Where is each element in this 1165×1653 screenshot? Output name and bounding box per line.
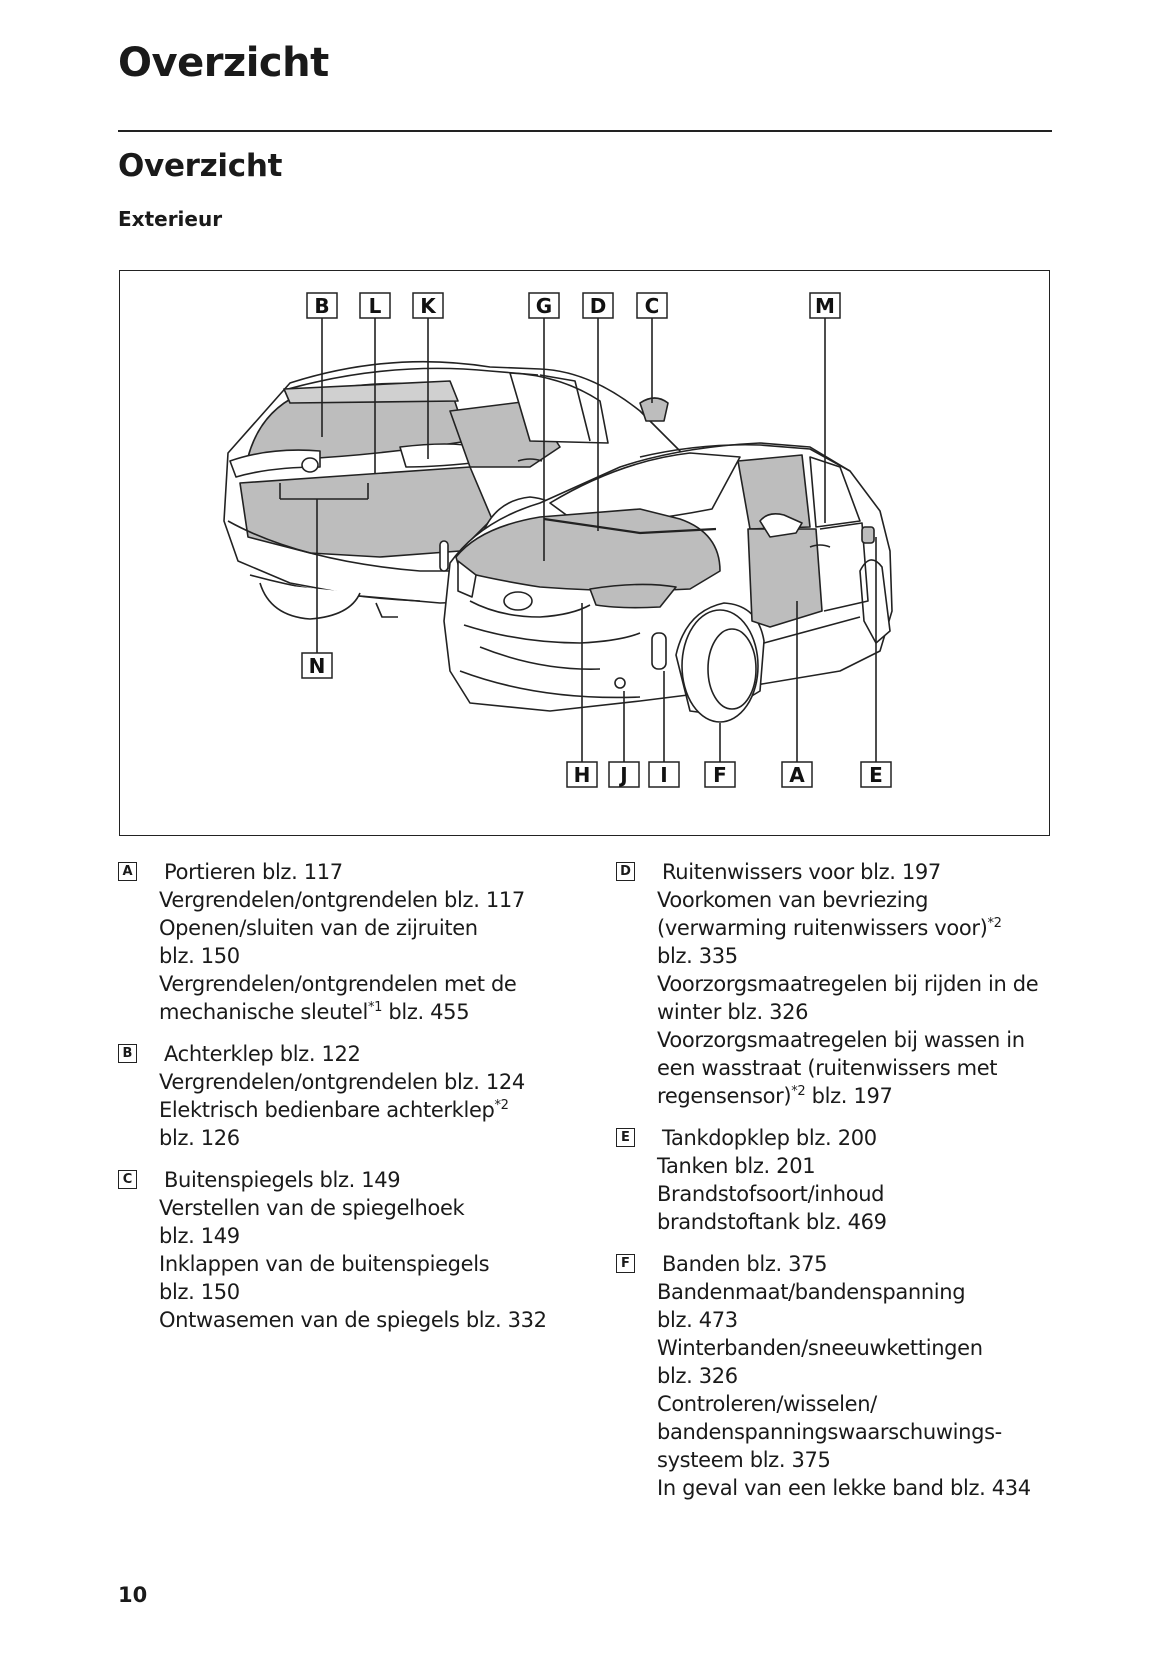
svg-text:F: F <box>713 763 727 787</box>
callout-b: B <box>306 292 338 319</box>
legend-line: blz. 473 <box>657 1308 738 1332</box>
legend-line: Ontwasemen van de spiegels blz. 332 <box>159 1308 547 1332</box>
legend-line: winter blz. 326 <box>657 1000 809 1024</box>
legend-column-left: A Portieren blz. 117 Vergrendelen/ontgre… <box>118 858 568 1348</box>
callout-a: A <box>781 761 813 788</box>
legend-line: blz. 149 <box>159 1224 240 1248</box>
footnote-ref: *1 <box>367 1000 383 1015</box>
svg-text:L: L <box>369 294 382 318</box>
legend-line: Voorzorgsmaatregelen bij rijden in de <box>657 972 1039 996</box>
legend-line: blz. 335 <box>657 944 738 968</box>
legend-line: Portieren blz. 117 <box>164 860 343 884</box>
callout-j: J <box>608 761 640 788</box>
svg-text:M: M <box>815 294 835 318</box>
callout-n: N <box>301 652 333 679</box>
legend-line: Tankdopklep blz. 200 <box>662 1126 877 1150</box>
callout-c: C <box>636 292 668 319</box>
callouts-top: B L K G D C M <box>306 292 841 319</box>
legend-line: Tanken blz. 201 <box>657 1154 816 1178</box>
legend-line: Openen/sluiten van de zijruiten <box>159 916 478 940</box>
legend-entry-a: A Portieren blz. 117 Vergrendelen/ontgre… <box>118 858 568 1026</box>
callout-f: F <box>704 761 736 788</box>
section-title: Overzicht <box>118 148 283 184</box>
legend-entry-e: E Tankdopklep blz. 200 Tanken blz. 201 B… <box>616 1124 1056 1236</box>
svg-text:B: B <box>314 294 329 318</box>
legend-badge-f: F <box>616 1254 635 1273</box>
page-number: 10 <box>118 1583 148 1607</box>
legend-line: regensensor)*2 blz. 197 <box>657 1084 893 1108</box>
svg-text:H: H <box>574 763 591 787</box>
footnote-ref: *2 <box>987 916 1002 931</box>
header-divider <box>118 130 1052 132</box>
legend-line: Bandenmaat/bandenspanning <box>657 1280 966 1304</box>
legend-line: mechanische sleutel*1 blz. 455 <box>159 1000 470 1024</box>
legend-line: Vergrendelen/ontgrendelen met de <box>159 972 517 996</box>
legend-line: Vergrendelen/ontgrendelen blz. 117 <box>159 888 525 912</box>
legend-line: In geval van een lekke band blz. 434 <box>657 1476 1031 1500</box>
callout-m: M <box>809 292 841 319</box>
section-subtitle: Exterieur <box>118 207 223 231</box>
leader-lines <box>279 317 877 762</box>
callout-h: H <box>566 761 598 788</box>
legend-line: Brandstofsoort/inhoud <box>657 1182 885 1206</box>
front-car <box>443 442 893 723</box>
legend-badge-c: C <box>118 1170 137 1189</box>
legend-line: Controleren/wisselen/ <box>657 1392 877 1416</box>
legend-badge-e: E <box>616 1128 635 1147</box>
svg-text:C: C <box>645 294 660 318</box>
callout-i: I <box>648 761 680 788</box>
callout-d: D <box>582 292 614 319</box>
callouts-bottom: H J I F A E <box>566 761 892 788</box>
car-drawing: B L K G D C M N H J I F A E <box>223 292 893 788</box>
legend-line: (verwarming ruitenwissers voor)*2 <box>657 916 1002 940</box>
svg-text:A: A <box>789 763 805 787</box>
legend-line: Banden blz. 375 <box>662 1252 828 1276</box>
legend-line: systeem blz. 375 <box>657 1448 831 1472</box>
legend-column-right: D Ruitenwissers voor blz. 197 Voorkomen … <box>616 858 1056 1516</box>
legend-entry-f: F Banden blz. 375 Bandenmaat/bandenspann… <box>616 1250 1056 1502</box>
legend-badge-b: B <box>118 1044 137 1063</box>
legend-line: Achterklep blz. 122 <box>164 1042 361 1066</box>
legend-badge-d: D <box>616 862 635 881</box>
svg-text:K: K <box>420 294 437 318</box>
legend-line: blz. 150 <box>159 944 240 968</box>
svg-text:E: E <box>869 763 883 787</box>
legend-line: Winterbanden/sneeuwkettingen <box>657 1336 983 1360</box>
svg-text:D: D <box>590 294 607 318</box>
legend-line: Inklappen van de buitenspiegels <box>159 1252 490 1276</box>
legend-line: Ruitenwissers voor blz. 197 <box>662 860 941 884</box>
legend-entry-c: C Buitenspiegels blz. 149 Verstellen van… <box>118 1166 568 1334</box>
rear-car <box>223 360 681 620</box>
legend-line: Voorkomen van bevriezing <box>657 888 929 912</box>
legend-line: Voorzorgsmaatregelen bij wassen in <box>657 1028 1025 1052</box>
callout-k: K <box>412 292 444 319</box>
callout-l: L <box>359 292 391 319</box>
legend-line: bandenspanningswaarschuwings- <box>657 1420 1002 1444</box>
svg-text:N: N <box>309 654 326 678</box>
legend-line: Buitenspiegels blz. 149 <box>164 1168 401 1192</box>
legend-line: Elektrisch bedienbare achterklep*2 <box>159 1098 509 1122</box>
legend-line: blz. 326 <box>657 1364 738 1388</box>
svg-text:J: J <box>618 763 627 787</box>
legend-entry-b: B Achterklep blz. 122 Vergrendelen/ontgr… <box>118 1040 568 1152</box>
legend-line: blz. 150 <box>159 1280 240 1304</box>
callout-g: G <box>528 292 560 319</box>
footnote-ref: *2 <box>791 1084 806 1099</box>
exterior-illustration: B L K G D C M N H J I F A E <box>119 270 1050 836</box>
legend-line: brandstoftank blz. 469 <box>657 1210 887 1234</box>
legend-line: Vergrendelen/ontgrendelen blz. 124 <box>159 1070 525 1094</box>
legend-line: Verstellen van de spiegelhoek <box>159 1196 465 1220</box>
page-title: Overzicht <box>118 40 329 86</box>
legend-badge-a: A <box>118 862 137 881</box>
legend-line: blz. 126 <box>159 1126 240 1150</box>
svg-text:G: G <box>536 294 552 318</box>
legend-entry-d: D Ruitenwissers voor blz. 197 Voorkomen … <box>616 858 1056 1110</box>
callouts-middle: N <box>301 652 333 679</box>
legend-line: een wasstraat (ruitenwissers met <box>657 1056 998 1080</box>
svg-text:I: I <box>660 763 667 787</box>
footnote-ref: *2 <box>494 1098 509 1113</box>
callout-e: E <box>860 761 892 788</box>
